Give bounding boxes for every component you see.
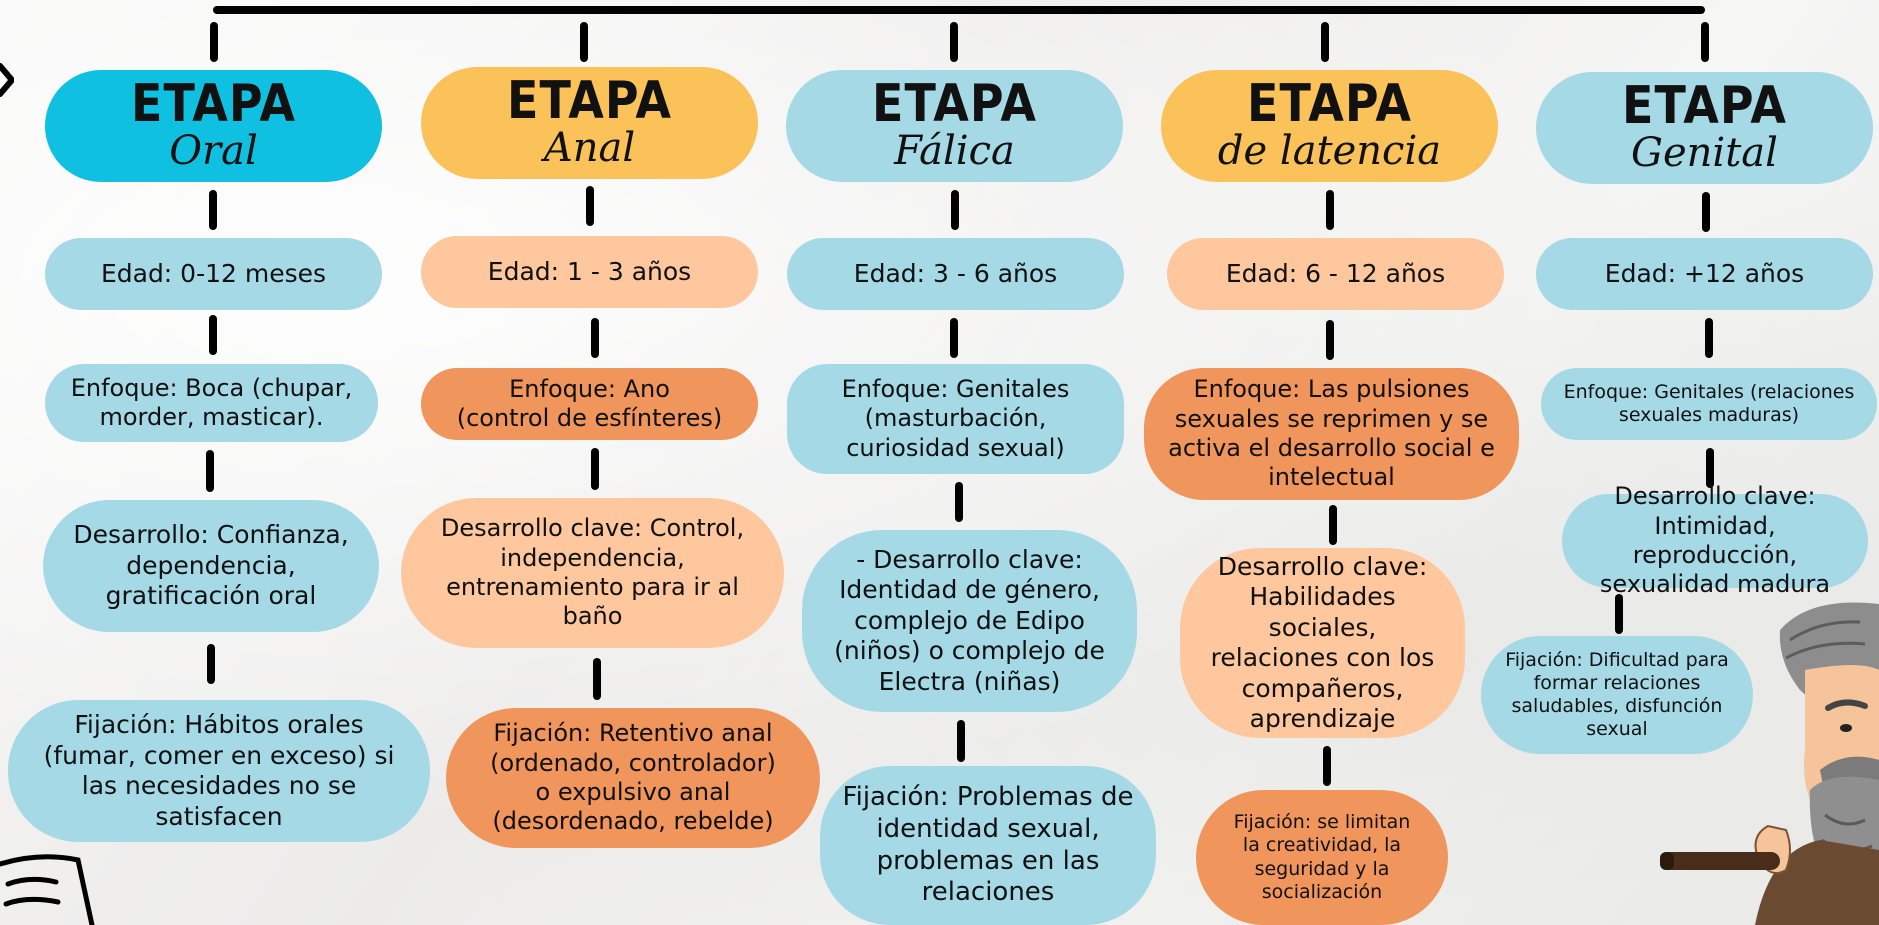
arrow-fragment-icon	[0, 63, 14, 97]
connector	[1326, 190, 1334, 230]
connector	[206, 450, 214, 492]
fixation-box: Fijación: se limitan la creatividad, la …	[1196, 790, 1448, 925]
stage-header-latencia: ETAPA de latencia	[1161, 70, 1498, 182]
focus-box: Enfoque: Las pulsiones sexuales se repri…	[1144, 368, 1519, 500]
connector	[210, 22, 218, 62]
connector	[591, 318, 599, 358]
development-box: Desarrollo: Confianza, dependencia, grat…	[43, 500, 379, 632]
stage-header-name: Genital	[1631, 130, 1778, 176]
fixation-box: Fijación: Dificultad para formar relacio…	[1481, 636, 1753, 754]
development-box: Desarrollo clave: Control, independencia…	[401, 498, 784, 648]
development-box: Desarrollo clave: Habilidades sociales, …	[1180, 548, 1465, 738]
connector	[1701, 22, 1709, 62]
connector	[580, 22, 588, 62]
stage-header-title: ETAPA	[507, 69, 672, 131]
stage-header-name: Fálica	[894, 128, 1015, 174]
stage-header-title: ETAPA	[1247, 72, 1412, 134]
stage-header-name: de latencia	[1217, 128, 1442, 174]
connector	[950, 22, 958, 62]
connector	[1702, 192, 1710, 232]
fixation-box: Fijación: Hábitos orales (fumar, comer e…	[8, 700, 430, 842]
stage-header-title: ETAPA	[872, 72, 1037, 134]
stage-header-title: ETAPA	[131, 72, 296, 134]
stage-header-anal: ETAPA Anal	[421, 67, 758, 179]
connector	[207, 644, 215, 684]
connector	[1323, 746, 1331, 786]
freud-cigar-illustration	[1660, 602, 1879, 925]
stage-header-title: ETAPA	[1622, 74, 1787, 136]
connector	[586, 186, 594, 226]
connector	[591, 448, 599, 490]
connector	[593, 658, 601, 700]
notepad-icon	[0, 854, 95, 925]
connector	[209, 190, 217, 230]
connector	[1706, 448, 1714, 488]
fixation-box: Fijación: Problemas de identidad sexual,…	[820, 766, 1156, 925]
connector	[955, 482, 963, 522]
connector	[1705, 318, 1713, 358]
stage-header-oral: ETAPA Oral	[45, 70, 382, 182]
connector	[209, 315, 217, 355]
connector	[1326, 320, 1334, 360]
connector	[957, 720, 965, 762]
connector	[1321, 22, 1329, 62]
fixation-box: Fijación: Retentivo anal (ordenado, cont…	[446, 708, 820, 848]
focus-box: Enfoque: Genitales (relaciones sexuales …	[1541, 368, 1877, 440]
focus-box: Enfoque: Ano (control de esfínteres)	[421, 368, 758, 440]
age-box: Edad: 3 - 6 años	[787, 238, 1124, 310]
age-box: Edad: 1 - 3 años	[421, 236, 758, 308]
age-box: Edad: +12 años	[1536, 238, 1873, 310]
stage-header-genital: ETAPA Genital	[1536, 72, 1873, 184]
age-box: Edad: 6 - 12 años	[1167, 238, 1504, 310]
age-box: Edad: 0-12 meses	[45, 238, 382, 310]
stage-header-name: Oral	[169, 128, 258, 174]
development-box: Desarrollo clave: Intimidad, reproducció…	[1562, 482, 1868, 598]
top-connector-line	[213, 6, 1705, 14]
stage-header-falica: ETAPA Fálica	[786, 70, 1123, 182]
connector	[951, 190, 959, 230]
stage-header-name: Anal	[543, 125, 636, 171]
connector	[950, 318, 958, 358]
connector	[1615, 594, 1623, 634]
connector	[1329, 505, 1337, 545]
development-box: - Desarrollo clave: Identidad de género,…	[802, 530, 1137, 712]
focus-box: Enfoque: Boca (chupar, morder, masticar)…	[45, 364, 378, 442]
focus-box: Enfoque: Genitales (masturbación, curios…	[787, 364, 1124, 474]
